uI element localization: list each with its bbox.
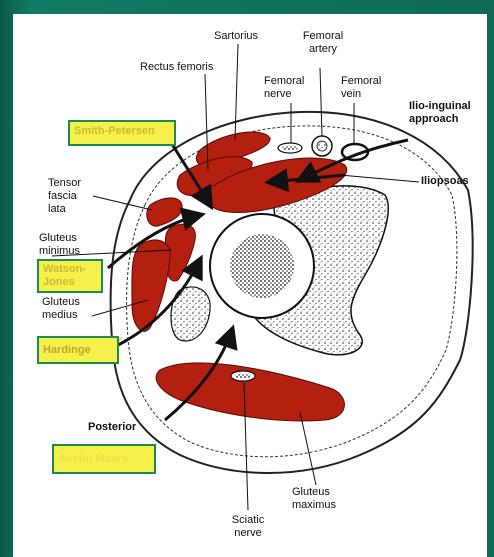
- femoral-artery-shape: [312, 136, 332, 156]
- label-sartorius: Sartorius: [214, 30, 258, 43]
- sciatic-nerve-shape: [231, 371, 255, 381]
- label-gluteus-medius: Gluteus medius: [42, 296, 80, 322]
- gluteus-medius-muscle: [132, 240, 170, 332]
- label-femoral-nerve: Femoral nerve: [264, 75, 304, 101]
- approach-austin-moore: Austin Moore: [52, 444, 156, 474]
- label-tensor-fascia-lata: Tensor fascia lata: [48, 177, 81, 216]
- approach-hardinge: Hardinge: [37, 336, 119, 364]
- label-ilio-inguinal: Ilio-inguinal approach: [409, 100, 471, 126]
- label-femoral-vein: Femoral vein: [341, 75, 381, 101]
- label-sciatic-nerve: Sciatic nerve: [218, 514, 278, 540]
- label-femoral-artery: Femoral artery: [298, 30, 348, 56]
- femoral-nerve-shape: [278, 143, 302, 153]
- label-posterior: Posterior: [88, 421, 136, 434]
- approach-watson-jones: Watson- Jones: [37, 259, 103, 293]
- leader-iliopsoas: [340, 175, 419, 182]
- leader-gluteus-maximus: [300, 412, 316, 485]
- label-rectus-femoris: Rectus femoris: [140, 61, 213, 74]
- leader-tensor: [93, 196, 152, 210]
- label-iliopsoas: Iliopsoas: [421, 175, 469, 188]
- leader-sartorius: [235, 44, 238, 140]
- approach-smith-petersen: Smith-Petersen: [68, 120, 176, 146]
- label-gluteus-minimus: Gluteus minimus: [39, 232, 80, 258]
- femoral-head-trabecular: [230, 234, 294, 298]
- label-gluteus-maximus: Gluteus maximus: [292, 486, 336, 512]
